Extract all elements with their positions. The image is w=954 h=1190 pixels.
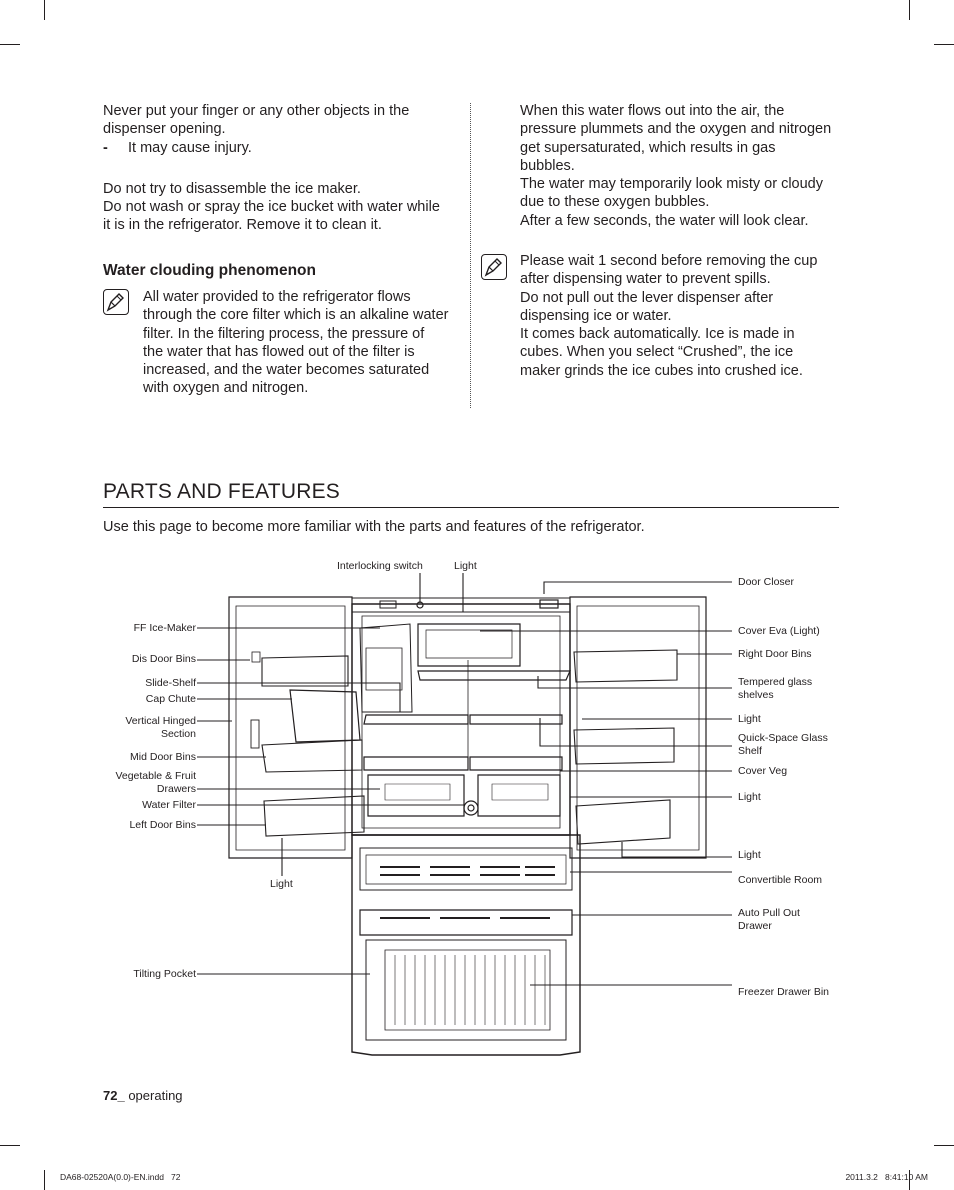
label-mid-door-bins: Mid Door Bins [130,751,196,763]
right-door [569,596,707,859]
section-name: operating [128,1088,183,1103]
label-cap-chute: Cap Chute [145,693,196,705]
crop-mark [909,0,910,20]
warning-text: Never put your finger or any other objec… [103,103,410,119]
crop-mark [934,1145,954,1146]
label-tilting-pocket: Tilting Pocket [133,968,196,980]
label-door-closer: Door Closer [738,576,795,588]
warning-text: Do not wash or spray the ice bucket with… [103,199,440,216]
freezer [351,834,581,1056]
label-dis-door-bins: Dis Door Bins [131,653,196,665]
label-auto-pull-out: Auto Pull Out Drawer [738,907,800,932]
crop-mark [44,0,45,20]
warning-text: it is in the refrigerator. Remove it to … [103,217,382,234]
crop-mark [909,1170,910,1190]
crop-mark [934,44,954,45]
label-quick-space: Quick-Space Glass Shelf [738,732,828,757]
page-footer: 72_ operating [103,1088,183,1103]
timestamp: 2011.3.2 8:41:10 AM [845,1172,928,1182]
left-door [228,596,353,859]
right-column: When this water flows out into the air, … [520,103,832,229]
label-interlocking-switch: Interlocking switch [337,560,423,572]
note-icon [103,289,129,315]
left-column: Never put your finger or any other objec… [103,102,463,235]
label-cover-veg: Cover Veg [738,765,788,777]
file-info: DA68-02520A(0.0)-EN.indd 72 [60,1172,181,1182]
bullet-item: -It may cause injury. [103,139,252,156]
label-cover-eva: Cover Eva (Light) [738,625,820,637]
warning-text: Do not try to disassemble the ice maker. [103,180,361,197]
title-rule [103,507,839,508]
note-icon [481,254,507,280]
note-text: All water provided to the refrigerator f… [143,289,449,397]
fridge-cabinet [351,603,571,836]
label-vegetable-fruit: Vegetable & Fruit Drawers [115,770,196,795]
intro-text: Use this page to become more familiar wi… [103,519,645,535]
label-vertical-hinged: Vertical Hinged Section [125,715,196,740]
label-freezer-drawer-bin: Freezer Drawer Bin [738,986,830,998]
label-light-bottom: Light [270,878,293,890]
label-slide-shelf: Slide-Shelf [145,677,196,689]
label-tempered-glass: Tempered glass shelves [738,676,813,701]
warning-text: dispenser opening. [103,121,226,138]
label-right-door-bins: Right Door Bins [738,648,812,660]
label-light-1: Light [738,713,761,725]
column-divider [470,103,471,408]
label-ff-ice-maker: FF Ice-Maker [133,622,196,634]
label-light-3: Light [738,849,761,861]
crop-mark [0,1145,20,1146]
label-water-filter: Water Filter [142,799,196,811]
label-light-2: Light [738,791,761,803]
crop-mark [0,44,20,45]
label-convertible-room: Convertible Room [738,874,823,886]
label-left-door-bins: Left Door Bins [129,819,196,831]
label-light-top: Light [454,560,477,572]
section-heading: Water clouding phenomenon [103,262,316,279]
page-title: PARTS AND FEATURES [103,480,340,503]
page-number: 72_ [103,1088,125,1103]
note-text: Please wait 1 second before removing the… [520,253,818,379]
crop-mark [44,1170,45,1190]
